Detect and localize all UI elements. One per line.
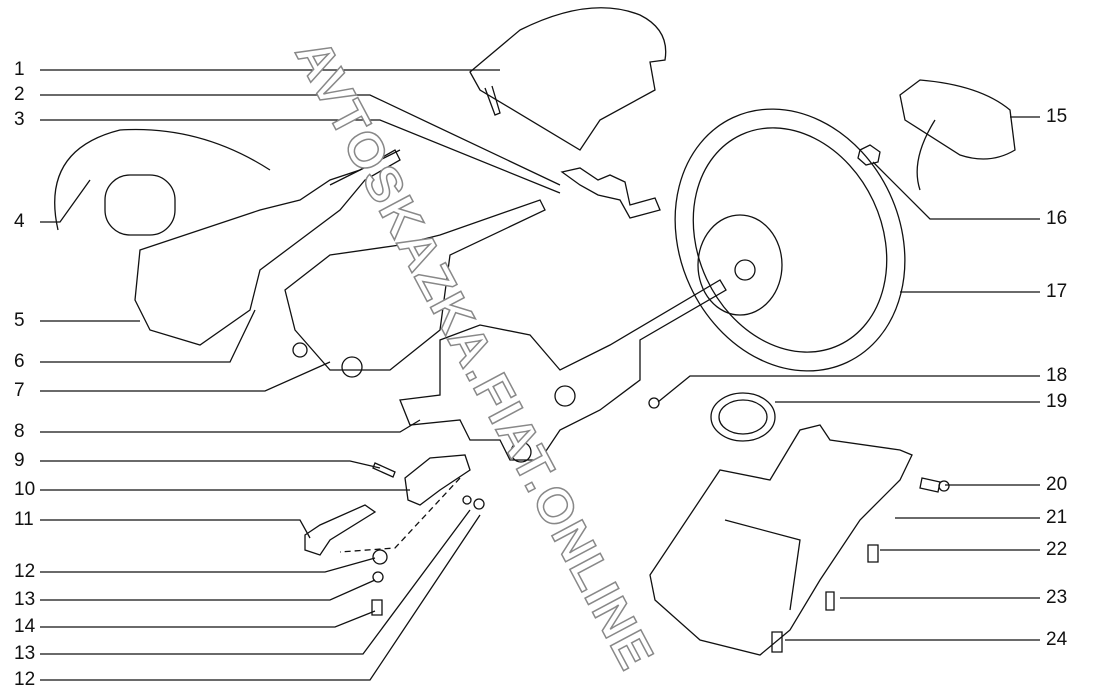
callout-14: 14 <box>14 616 36 637</box>
ring-19 <box>710 392 776 442</box>
nut-16 <box>857 144 881 166</box>
screw-20 <box>919 477 941 493</box>
callout-12b: 12 <box>14 669 36 690</box>
screw-23 <box>825 591 835 611</box>
callout-10: 10 <box>14 479 36 500</box>
callout-5: 5 <box>14 310 25 331</box>
wiring-harness <box>54 128 271 231</box>
intermediate-shaft <box>304 504 377 556</box>
column-assembly-front <box>399 279 727 461</box>
column-assembly-middle <box>284 199 546 371</box>
callout-19: 19 <box>1046 391 1068 412</box>
screw-24 <box>771 631 783 653</box>
callout-6: 6 <box>14 351 25 372</box>
callout-16: 16 <box>1046 208 1068 229</box>
lower-cover <box>649 424 913 656</box>
callout-1: 1 <box>14 59 25 80</box>
column-assembly-left <box>134 149 401 346</box>
airbag-module <box>899 79 1016 160</box>
callout-13b: 13 <box>14 643 36 664</box>
nut-12 <box>372 549 388 565</box>
screw-22 <box>867 544 879 563</box>
bolt-14 <box>371 599 383 616</box>
callout-24: 24 <box>1046 629 1068 650</box>
washer-13 <box>372 571 384 583</box>
callout-20: 20 <box>1046 474 1068 495</box>
bolt-9 <box>372 462 396 478</box>
callout-17: 17 <box>1046 281 1068 302</box>
callout-7: 7 <box>14 380 25 401</box>
callout-4: 4 <box>14 211 25 232</box>
callout-3: 3 <box>14 109 25 130</box>
callout-11: 11 <box>14 509 34 530</box>
steering-wheel <box>674 108 906 372</box>
callout-8: 8 <box>14 421 25 442</box>
leader-lines <box>40 69 1040 681</box>
callout-9: 9 <box>14 450 25 471</box>
callout-15: 15 <box>1046 106 1068 127</box>
callout-18: 18 <box>1046 365 1068 386</box>
callout-23: 23 <box>1046 587 1068 608</box>
callout-22: 22 <box>1046 539 1068 560</box>
nut-18 <box>648 397 660 409</box>
callout-2: 2 <box>14 84 25 105</box>
callout-21: 21 <box>1046 507 1068 528</box>
bracket <box>560 167 661 219</box>
universal-joint <box>404 454 471 506</box>
callout-13: 13 <box>14 589 36 610</box>
callout-12: 12 <box>14 561 36 582</box>
upper-cover <box>469 7 667 151</box>
